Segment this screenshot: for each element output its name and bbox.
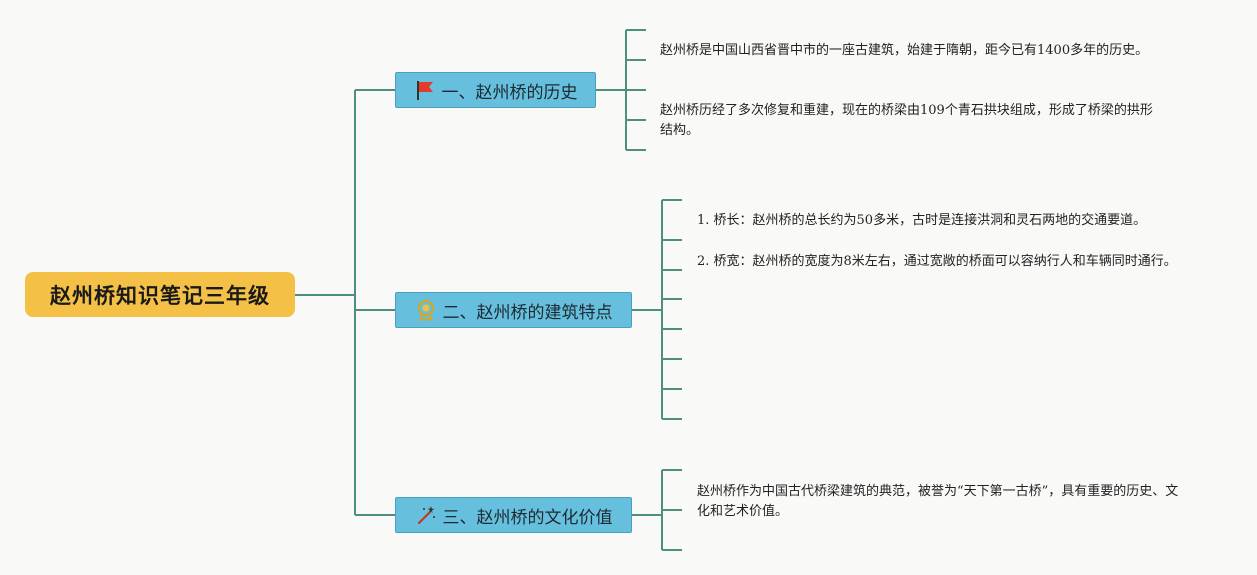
branch-3-bracket [632, 470, 663, 550]
leaf-architecture-length: 1. 桥长：赵州桥的总长约为50多米，古时是连接洪洞和灵石两地的交通要道。 [697, 213, 1147, 228]
branch-topic-culture[interactable]: 三、赵州桥的文化价值 [395, 497, 632, 533]
award-medal-icon [415, 299, 437, 321]
branch-2-ticks [662, 199, 682, 420]
leaf-culture-value: 赵州桥作为中国古代桥梁建筑的典范，被誉为“天下第一古桥”，具有重要的历史、文化和… [697, 484, 1179, 519]
leaf-architecture-width: 2. 桥宽：赵州桥的宽度为8米左右，通过宽敞的桥面可以容纳行人和车辆同时通行。 [697, 254, 1177, 269]
leaf-history-restoration: 赵州桥历经了多次修复和重建，现在的桥梁由109个青石拱块组成，形成了桥梁的拱形结… [660, 103, 1153, 138]
root-topic[interactable]: 赵州桥知识笔记三年级 [25, 272, 295, 317]
branch-topic-label: 一、赵州桥的历史 [441, 82, 578, 103]
branch-2-bracket [632, 200, 663, 419]
branch-1-ticks [626, 29, 646, 151]
root-topic-label: 赵州桥知识笔记三年级 [50, 283, 270, 308]
branch-topic-label: 三、赵州桥的文化价值 [442, 507, 613, 528]
branch-topic-label: 二、赵州桥的建筑特点 [442, 302, 613, 323]
branch-1-bracket [596, 30, 627, 150]
red-flag-icon [414, 79, 436, 101]
branch-topic-architecture[interactable]: 二、赵州桥的建筑特点 [395, 292, 632, 328]
magic-wand-icon [415, 504, 437, 526]
branch-topic-history[interactable]: 一、赵州桥的历史 [395, 72, 596, 108]
branch-3-ticks [662, 469, 682, 551]
leaf-history-origin: 赵州桥是中国山西省晋中市的一座古建筑，始建于隋朝，距今已有1400多年的历史。 [660, 43, 1149, 58]
